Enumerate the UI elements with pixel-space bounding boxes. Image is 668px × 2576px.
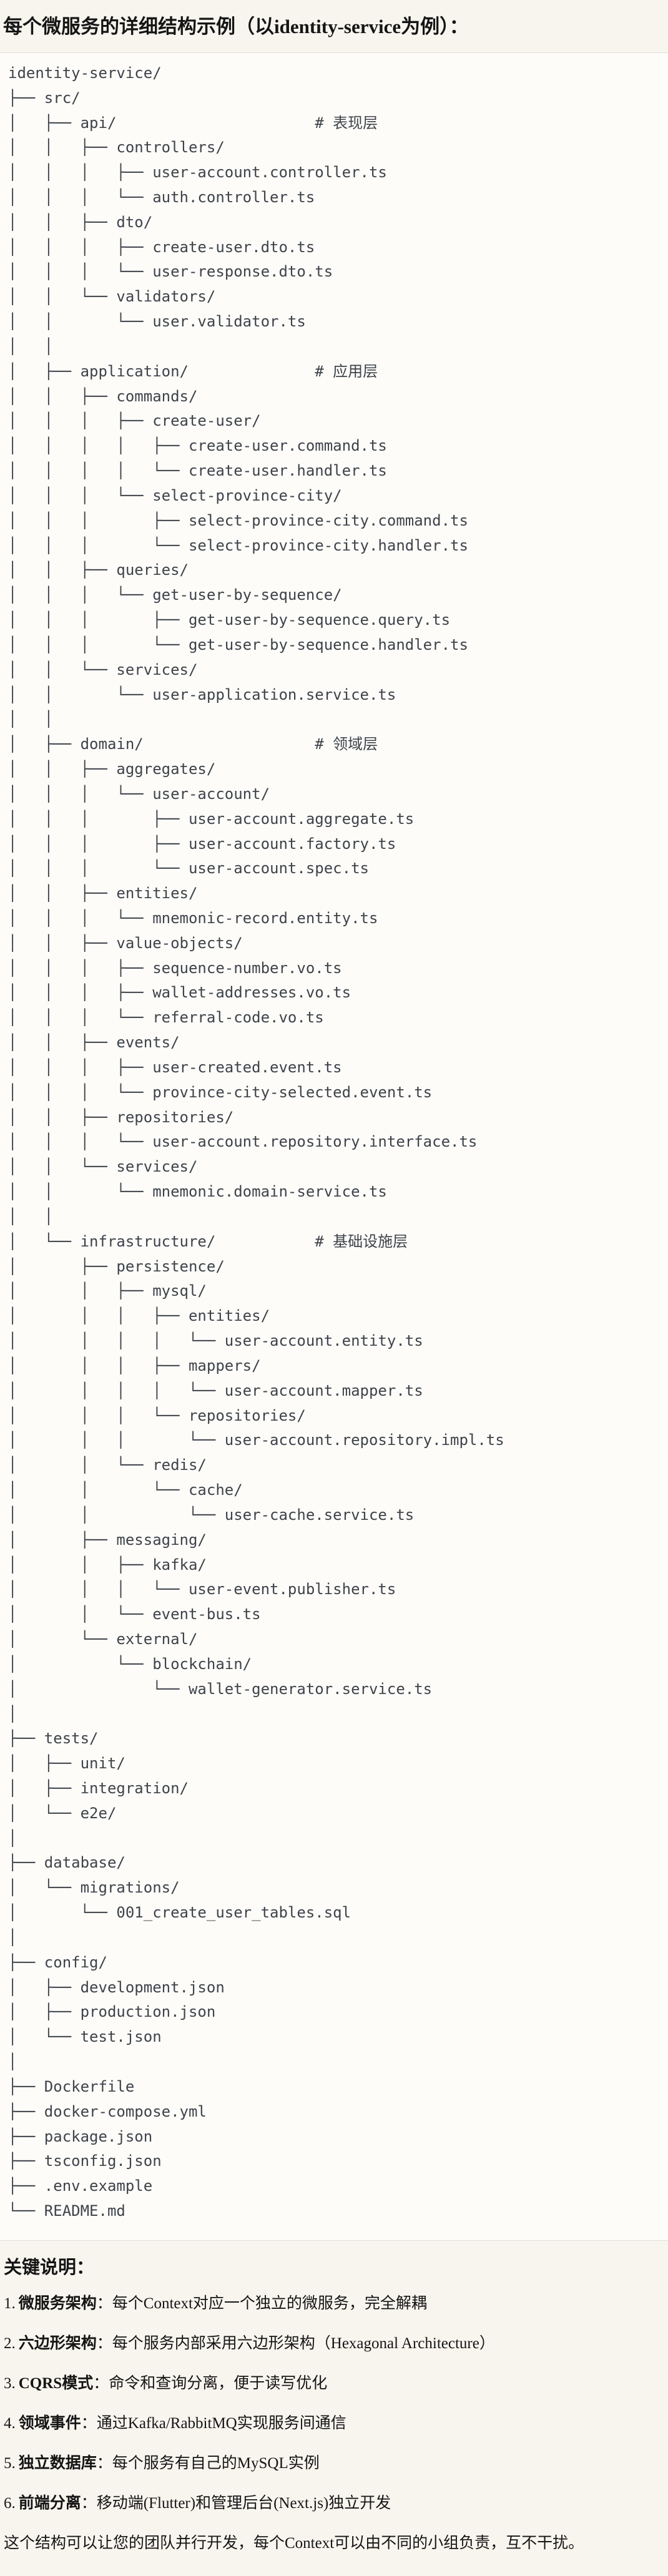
note-description: ：通过Kafka/RabbitMQ实现服务间通信: [81, 2414, 346, 2432]
note-description: ：每个服务内部采用六边形架构（Hexagonal Architecture）: [96, 2334, 495, 2352]
note-term: 微服务架构: [18, 2294, 97, 2312]
note-description: ：每个Context对应一个独立的微服务，完全解耦: [96, 2294, 427, 2312]
note-number: 5.: [4, 2454, 16, 2472]
page-title: 每个微服务的详细结构示例（以identity-service为例）：: [3, 16, 469, 37]
directory-tree: identity-service/ ├── src/ │ ├── api/ # …: [8, 64, 504, 2220]
code-block: identity-service/ ├── src/ │ ├── api/ # …: [0, 52, 668, 2241]
note-description: ：移动端(Flutter)和管理后台(Next.js)独立开发: [81, 2494, 391, 2512]
closing-paragraph: 这个结构可以让您的团队并行开发，每个Context可以由不同的小组负责，互不干扰…: [4, 2534, 584, 2552]
note-term: 领域事件: [18, 2414, 81, 2432]
note-number: 2.: [4, 2334, 16, 2352]
notes-heading: 关键说明：: [4, 2257, 95, 2278]
note-number: 1.: [4, 2294, 16, 2312]
note-description: ：每个服务有自己的MySQL实例: [96, 2454, 320, 2472]
note-term: 前端分离: [18, 2494, 81, 2512]
note-number: 6.: [4, 2494, 16, 2512]
note-term: CQRS模式: [18, 2374, 94, 2392]
note-item: 5.独立数据库：每个服务有自己的MySQL实例: [4, 2444, 661, 2484]
note-description: ：命令和查询分离，便于读写优化: [93, 2374, 328, 2392]
notes-section: 关键说明： 1.微服务架构：每个Context对应一个独立的微服务，完全解耦 2…: [0, 2257, 668, 2576]
note-item: 3.CQRS模式：命令和查询分离，便于读写优化: [4, 2364, 661, 2404]
note-term: 六边形架构: [18, 2334, 97, 2352]
note-item: 4.领域事件：通过Kafka/RabbitMQ实现服务间通信: [4, 2404, 661, 2444]
note-term: 独立数据库: [18, 2454, 97, 2472]
note-item: 6.前端分离：移动端(Flutter)和管理后台(Next.js)独立开发: [4, 2484, 661, 2524]
note-number: 4.: [4, 2414, 16, 2432]
note-number: 3.: [4, 2374, 16, 2392]
note-item: 1.微服务架构：每个Context对应一个独立的微服务，完全解耦: [4, 2284, 661, 2324]
note-item: 2.六边形架构：每个服务内部采用六边形架构（Hexagonal Architec…: [4, 2324, 661, 2364]
